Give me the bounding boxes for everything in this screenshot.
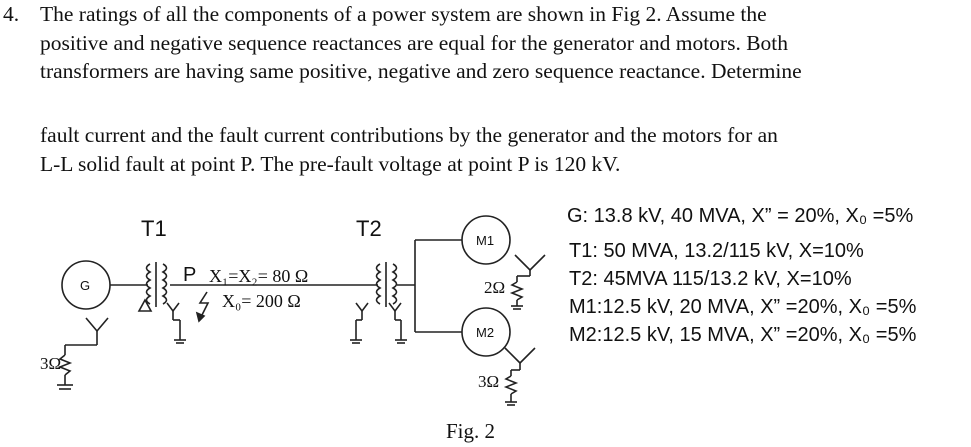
problem-number: 4. — [3, 2, 20, 26]
generator-wye — [85, 317, 98, 332]
rating-line: T2: 45MVA 115/13.2 kV, X=10% — [569, 268, 852, 290]
line-x0-label: X₀= 200 Ω — [222, 291, 301, 311]
fault-arrow — [198, 291, 210, 318]
line-x12-label: X₁=X₂= 80 Ω — [209, 266, 308, 286]
generator-label: G — [80, 278, 90, 293]
m2-ground-label: 3Ω — [478, 372, 499, 391]
t1-winding-secondary — [161, 263, 168, 305]
rating-line: T1: 50 MVA, 13.2/115 kV, X=10% — [569, 240, 864, 262]
m1-ground-label: 2Ω — [484, 278, 505, 297]
power-system-diagram: T1 T2 G M1 M2 P X₁=X₂= 80 Ω X₀= 200 Ω 3Ω… — [40, 205, 917, 443]
generator-ground-label: 3Ω — [40, 354, 61, 373]
generator-ground-resistor — [57, 354, 73, 376]
fault-point-label: P — [183, 264, 196, 286]
problem-line: L-L solid fault at point P. The pre-faul… — [40, 151, 621, 176]
problem-paragraph-2: fault current and the fault current cont… — [40, 121, 960, 178]
rating-line: M2:12.5 kV, 15 MVA, X” =20%, X₀ =5% — [569, 324, 917, 346]
m2-ground-resistor — [503, 375, 519, 395]
m1-wye — [514, 254, 531, 271]
t1-delta-symbol — [137, 298, 153, 312]
problem-line: transformers are having same positive, n… — [40, 59, 802, 83]
problem-line: The ratings of all the components of a p… — [40, 2, 767, 26]
t2-winding-primary — [375, 263, 382, 305]
figure-caption: Fig. 2 — [446, 419, 495, 443]
rating-line: M1:12.5 kV, 20 MVA, X” =20%, X₀ =5% — [569, 296, 917, 318]
m1-ground-resistor — [509, 281, 525, 301]
m2-wye — [504, 347, 521, 364]
rating-line: G: 13.8 kV, 40 MVA, X” = 20%, X₀ =5% — [567, 205, 913, 227]
t2-winding-secondary — [391, 263, 398, 305]
motor-m1-label: M1 — [476, 233, 494, 248]
t1-winding-primary — [145, 263, 152, 305]
t1-wye-symbol — [166, 302, 174, 312]
problem-line: fault current and the fault current cont… — [40, 123, 778, 147]
t2-wye-left — [355, 302, 363, 312]
t2-wye-right — [388, 302, 396, 312]
motor-m2-label: M2 — [476, 325, 494, 340]
t1-label: T1 — [141, 216, 167, 241]
problem-line: positive and negative sequence reactance… — [40, 30, 789, 55]
motor-m1-symbol — [461, 215, 511, 265]
motor-m2-symbol — [461, 307, 511, 357]
problem-paragraph-1: The ratings of all the components of a p… — [40, 0, 960, 86]
t2-label: T2 — [356, 216, 382, 241]
